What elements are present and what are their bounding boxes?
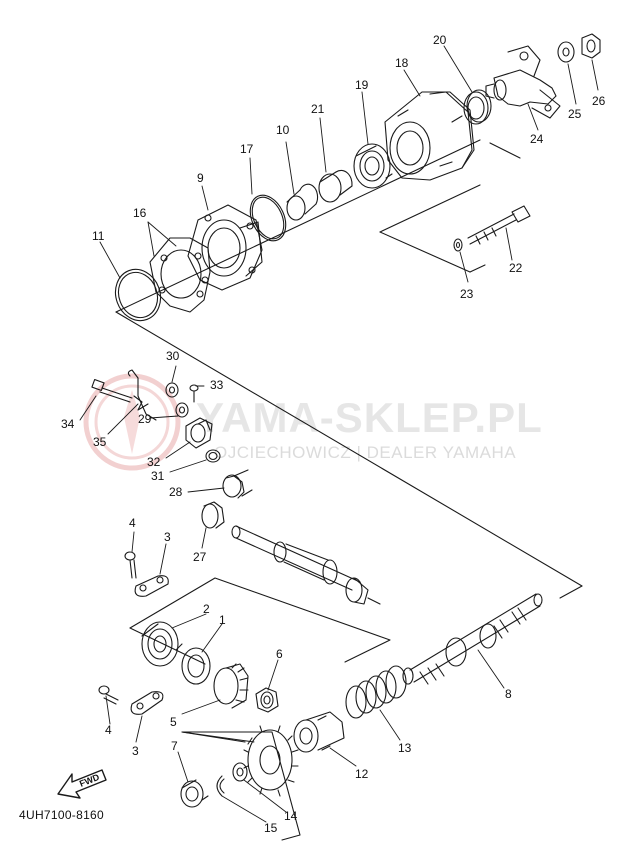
part-27-gear [201,501,225,529]
callout-31: 31 [151,469,165,483]
callout-9: 9 [197,171,204,185]
callout-18: 18 [395,56,409,70]
part-3-lock-plate-lower [130,691,164,715]
callout-1: 1 [219,613,226,627]
part-13-spring [345,665,407,719]
callout-27: 27 [193,550,207,564]
part-4-bolt-lower [98,685,119,705]
part-18-final-gear-housing [384,91,475,181]
callout-12: 12 [355,767,369,781]
part-1-shim [181,647,211,685]
part-23-washer [453,238,463,252]
callout-26: 26 [592,94,606,108]
callout-30: 30 [166,349,180,363]
callout-5: 5 [170,715,177,729]
part-30-washer [165,382,179,398]
callout-10: 10 [276,123,290,137]
callout-25: 25 [568,107,582,121]
part-4-bolt-upper [124,551,137,579]
callout-7: 7 [171,739,178,753]
callout-2: 2 [203,602,210,616]
watermark-title: YAMA-SKLEP.PL [196,394,543,441]
part-24-universal-joint-yoke [485,45,561,119]
part-5-gear-large [243,725,299,797]
part-32-bracket [185,417,213,449]
callout-17: 17 [240,142,254,156]
part-6-nut [255,687,279,713]
callout-19: 19 [355,78,369,92]
callout-13: 13 [398,741,412,755]
callout-24: 24 [530,132,544,146]
part-21-collar [318,169,353,203]
callout-3-upper: 3 [164,530,171,544]
callout-8: 8 [505,687,512,701]
part-9-housing [187,204,263,291]
callout-11: 11 [92,229,105,243]
part-35-spring [127,369,157,421]
part-25-washer [557,41,575,63]
part-3-lock-plate-upper [134,575,169,597]
part-10-collar [286,183,319,221]
part-15-circlip [216,775,225,797]
part-19-bearing [353,143,393,189]
assembly-guide-lines [115,139,583,841]
callout-29: 29 [138,412,152,426]
callout-20: 20 [433,33,447,47]
callout-22: 22 [509,261,523,275]
callout-32: 32 [147,455,161,469]
part-14-washer [232,762,248,782]
part-33-screw [189,384,199,403]
drive-shaft [231,525,381,605]
callout-28: 28 [169,485,183,499]
fwd-arrow-icon [57,769,107,799]
callout-15: 15 [264,821,278,835]
callout-23: 23 [460,287,474,301]
callout-34: 34 [61,417,75,431]
part-20-oil-seal [463,89,492,125]
part-7-bearing [180,779,209,808]
callout-21: 21 [311,102,325,116]
part-28-drive-gear [222,469,253,499]
part-26-nut [581,33,601,59]
part-31-oring [205,449,221,463]
part-8-middle-driven-shaft [402,593,543,685]
part-5-gear-small [213,663,249,709]
leader-lines [79,45,599,823]
callout-6: 6 [276,647,283,661]
part-16-gasket [149,237,211,313]
callout-16: 16 [133,206,147,220]
callout-4-upper: 4 [129,516,136,530]
part-22-bolt [467,205,531,245]
part-12-damper-cam [293,711,345,753]
callout-numbers: 1 2 3 3 4 4 5 6 7 8 9 10 11 12 13 14 15 … [61,33,606,835]
callout-14: 14 [284,809,298,823]
diagram-part-code: 4UH7100-8160 [19,808,104,822]
callout-35: 35 [93,435,107,449]
watermark-subtitle: OJCIECHOWICZ | DEALER YAMAHA [214,443,517,462]
part-2-bearing [141,621,183,667]
part-34-bolt [91,378,133,403]
part-29-washer [175,402,189,418]
callout-3-lower: 3 [132,744,139,758]
callout-4-lower: 4 [105,723,112,737]
part-17-oring [249,194,287,242]
callout-33: 33 [210,378,224,392]
